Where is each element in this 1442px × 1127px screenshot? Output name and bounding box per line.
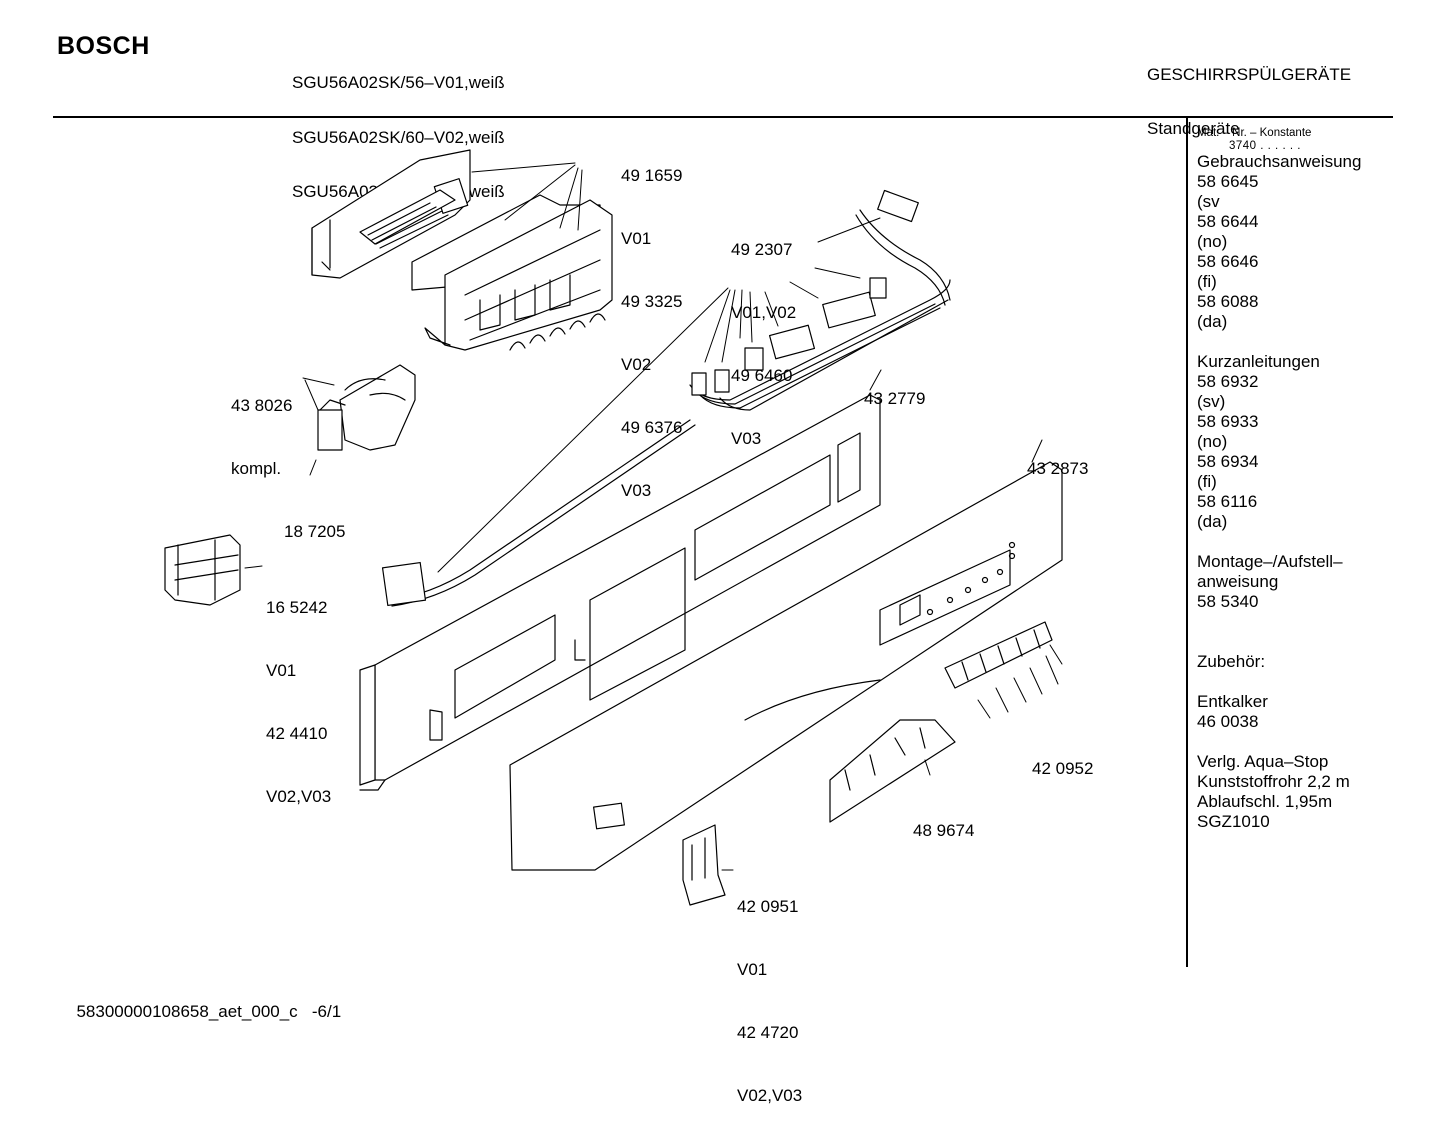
sidebar-line: (fi) (1197, 272, 1217, 291)
sidebar-line: 58 6646 (1197, 252, 1259, 271)
part-number: 49 1659 (621, 166, 683, 185)
part-number: 49 3325 (621, 292, 683, 311)
sidebar-line: 58 6088 (1197, 292, 1259, 311)
variant: V02,V03 (266, 787, 332, 806)
callout-432779: 43 2779 (864, 346, 925, 430)
part-number: 42 4410 (266, 724, 328, 743)
sidebar-line: Ablaufschl. 1,95m (1197, 792, 1333, 811)
sidebar-line: (no) (1197, 432, 1228, 451)
sidebar-line: 46 0038 (1197, 712, 1259, 731)
callout-489674: 48 9674 (913, 778, 974, 862)
variant: V01 (737, 960, 768, 979)
sidebar-line: 58 6645 (1197, 172, 1259, 191)
sidebar-line: (no) (1197, 232, 1228, 251)
callout-432873: 43 2873 (1027, 416, 1088, 500)
callout-492307: 49 2307 V01,V02 49 6460 V03 (731, 197, 796, 470)
variant: V03 (621, 481, 652, 500)
variant: V02 (621, 355, 652, 374)
sidebar-line: SGZ1010 (1197, 812, 1270, 831)
sidebar-line: (da) (1197, 512, 1228, 531)
part-number: 18 7205 (284, 522, 346, 541)
part-number: 42 4720 (737, 1023, 799, 1042)
sidebar-parts-list: Mat. – Nr. – Konstante 3740 . . . . . . … (1197, 126, 1432, 832)
variant: kompl. (231, 459, 282, 478)
part-number: 48 9674 (913, 821, 975, 840)
page-number: -6/1 (311, 1002, 342, 1021)
part-number: 43 2779 (864, 389, 926, 408)
mat-nr-value: 3740 . . . . . . (1229, 140, 1301, 152)
sidebar-line: Zubehör: (1197, 652, 1266, 671)
variant: V02,V03 (737, 1086, 803, 1105)
sidebar-line: 58 6644 (1197, 212, 1259, 231)
sidebar-line: 58 6932 (1197, 372, 1259, 391)
wiring-harness-part (381, 189, 951, 607)
sidebar-line: (sv) (1197, 392, 1226, 411)
sidebar-line: 58 6933 (1197, 412, 1259, 431)
callout-438026: 43 8026 kompl. (231, 353, 292, 500)
sidebar-line: 58 6934 (1197, 452, 1259, 471)
variant: V01 (266, 661, 297, 680)
callout-420951: 42 0951 V01 42 4720 V02,V03 (737, 854, 802, 1127)
variant: V01,V02 (731, 303, 797, 322)
sidebar-line: Entkalker (1197, 692, 1268, 711)
part-number: 43 8026 (231, 396, 293, 415)
front-panel-frame-part (359, 394, 881, 791)
sidebar-line: Gebrauchsanweisung (1197, 152, 1362, 171)
category-title: GESCHIRRSPÜLGERÄTE (1147, 65, 1352, 84)
model-line: SGU56A02SK/56–V01,weiß (292, 73, 505, 92)
sidebar-line: 58 5340 (1197, 592, 1259, 611)
part-number: 43 2873 (1027, 459, 1089, 478)
pump-assembly-part (317, 364, 416, 451)
callout-165242: 16 5242 V01 42 4410 V02,V03 (266, 555, 331, 828)
button-strip-part (944, 621, 1053, 689)
callout-187205: 18 7205 (284, 479, 345, 563)
doc-id: 58300000108658_aet_000_c (76, 1002, 298, 1021)
fascia-part (509, 461, 1063, 871)
model-line: SGU56A02SK/60–V02,weiß (292, 127, 505, 147)
part-number: 42 0951 (737, 897, 799, 916)
sidebar-line: Montage–/Aufstell– (1197, 552, 1343, 571)
variant: V01 (621, 229, 652, 248)
category-subtitle: Standgeräte (1147, 119, 1240, 138)
category-block: GESCHIRRSPÜLGERÄTE Standgeräte (1147, 32, 1351, 157)
brand-logo-text: BOSCH (57, 32, 150, 60)
part-number: 49 6460 (731, 366, 793, 385)
sidebar-line: Verlg. Aqua–Stop (1197, 752, 1329, 771)
sidebar-line: (sv (1197, 192, 1220, 211)
sidebar-line: (fi) (1197, 472, 1217, 491)
callout-420952: 42 0952 (1032, 716, 1093, 800)
header-rule (53, 116, 1393, 118)
part-number: 49 2307 (731, 240, 793, 259)
sidebar-line: (da) (1197, 312, 1228, 331)
sidebar-line: Kunststoffrohr 2,2 m (1197, 772, 1350, 791)
part-number: 49 6376 (621, 418, 683, 437)
callout-491659: 49 1659 V01 49 3325 V02 49 6376 V03 (621, 123, 682, 522)
door-latch-part (682, 824, 726, 906)
exploded-parts-diagram (164, 149, 1063, 906)
part-number: 42 0952 (1032, 759, 1094, 778)
electronic-module-part (311, 149, 613, 351)
part-number: 16 5242 (266, 598, 328, 617)
door-handle-part (829, 719, 956, 823)
sidebar-line: Kurzanleitungen (1197, 352, 1320, 371)
mat-nr-label: Mat. – Nr. – Konstante (1197, 127, 1312, 139)
switch-part (164, 534, 241, 606)
variant: V03 (731, 429, 762, 448)
sidebar-divider (1186, 117, 1188, 967)
sidebar-line: 58 6116 (1197, 492, 1258, 511)
sidebar-line: anweisung (1197, 572, 1279, 591)
footer: 58300000108658_aet_000_c -6/1 (67, 986, 341, 1020)
leader-lines (244, 162, 1063, 871)
